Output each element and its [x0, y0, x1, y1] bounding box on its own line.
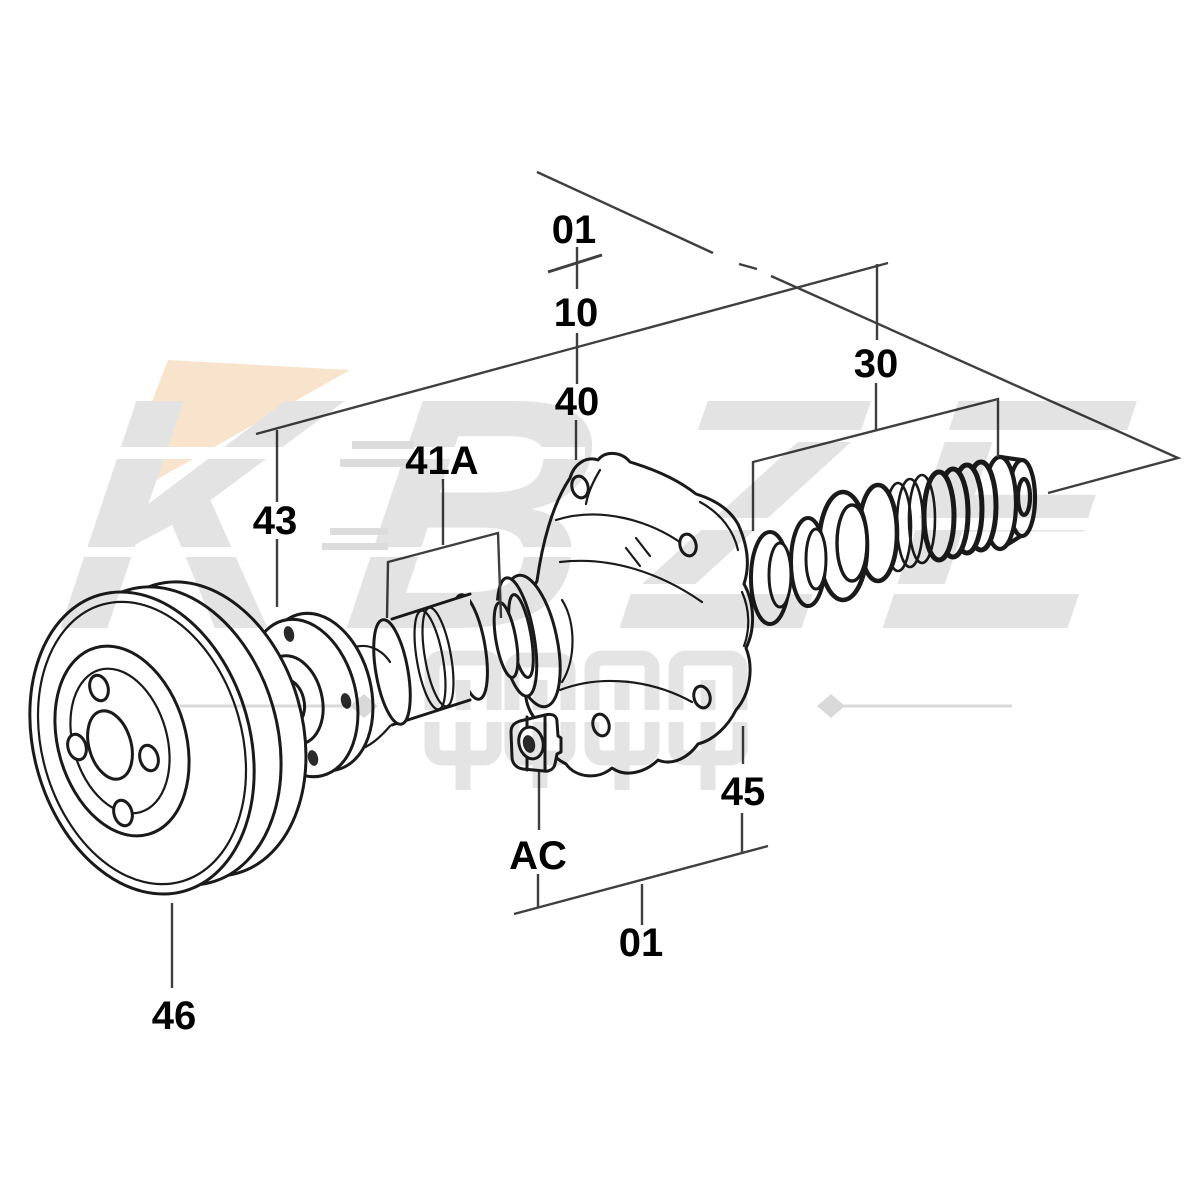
- watermark-glyph-block: [668, 650, 748, 790]
- watermark-glyph-block: [504, 652, 576, 788]
- callout-hub: 43: [253, 499, 298, 543]
- watermark-brand-text: KBZE: [45, 330, 1187, 698]
- exploded-view-drawing: [28, 452, 1038, 896]
- watermark-dividers: [180, 694, 1012, 718]
- ref-slash: [547, 253, 603, 274]
- callout-pump-assembly: 01: [619, 921, 664, 965]
- callout-top-ref: 01: [552, 208, 597, 252]
- callout-pulley: 46: [152, 994, 197, 1038]
- watermark-stencil-slits: [85, 430, 1165, 594]
- callout-bearing-unit: 41A: [405, 439, 478, 483]
- callout-pump-body: 40: [555, 380, 600, 424]
- diamond-icon: [817, 694, 845, 718]
- watermark-speed-stripes: [322, 441, 414, 550]
- diamond-icon: [350, 694, 378, 718]
- watermark-glyph-block: [584, 650, 660, 790]
- watermark-accent-triangle: [112, 360, 350, 505]
- pulley-drawing: [28, 580, 308, 896]
- callout-stud: 45: [721, 770, 766, 814]
- group-01-bottom-leader: [513, 844, 769, 916]
- callout-top-sub-ref: 10: [554, 291, 599, 335]
- watermark-glyph-blocks: [420, 650, 750, 790]
- callout-seal-kit: 30: [854, 342, 899, 386]
- watermark: KBZE: [45, 330, 1187, 790]
- callout-labels: 01 10 40 30 41A 43 45 AC 01 46: [152, 208, 899, 1038]
- watermark-glyph-block: [424, 650, 502, 790]
- group-01-leader: [536, 170, 1182, 495]
- callout-nut: AC: [509, 834, 567, 878]
